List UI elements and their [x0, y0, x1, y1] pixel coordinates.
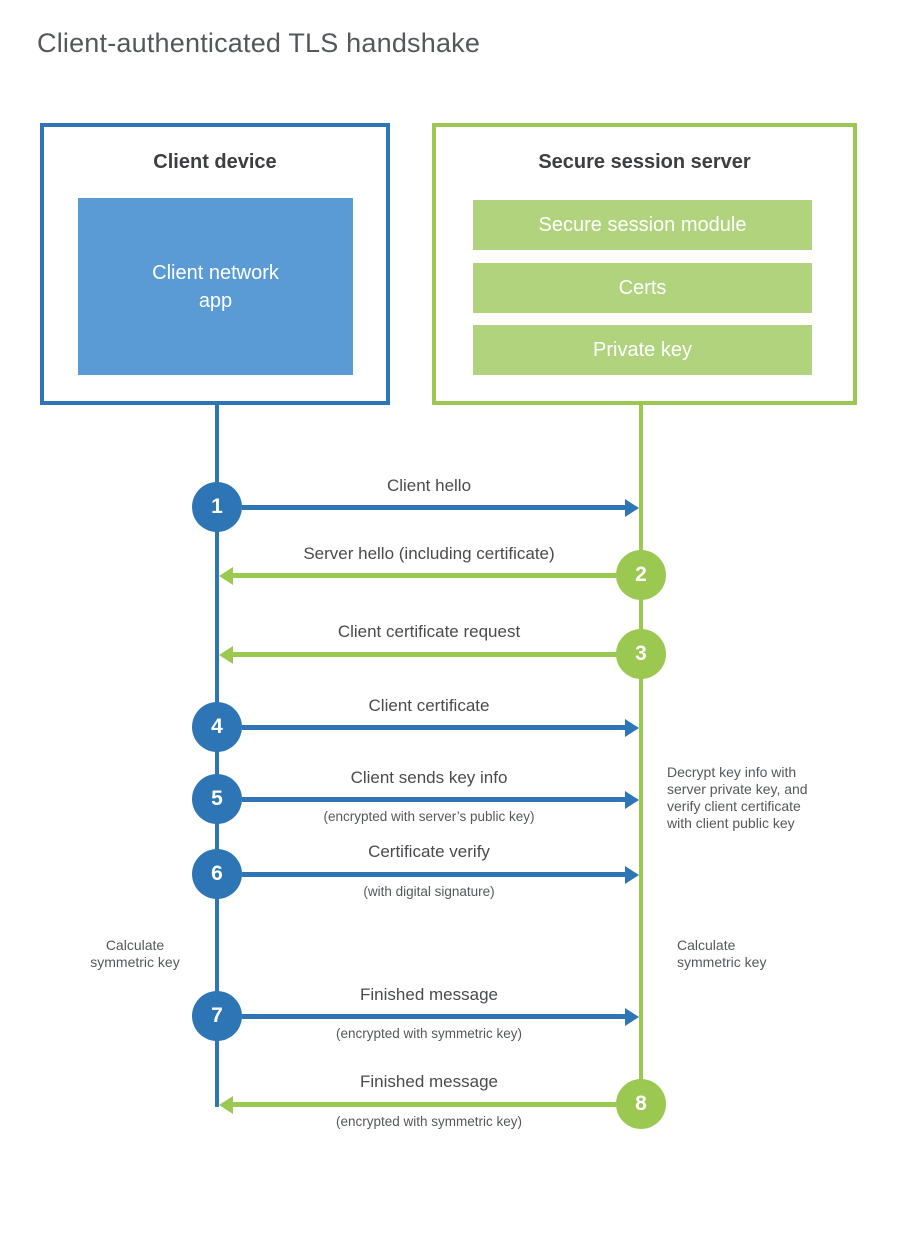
message-label: Client certificate	[368, 696, 490, 715]
arrow-right-icon	[242, 718, 639, 737]
message-sublabel: (with digital signature)	[363, 884, 495, 899]
arrow-right-icon	[242, 498, 639, 517]
step-badge-6: 6	[192, 849, 242, 899]
server-module-secure-session: Secure session module	[473, 200, 812, 250]
message-label: Client sends key info	[350, 768, 508, 787]
server-decrypt-note: Decrypt key info with server private key…	[667, 764, 808, 831]
message-label: Server hello (including certificate)	[303, 544, 555, 563]
client-device-box: Client device Client network app	[40, 123, 390, 405]
message-label: Finished message	[360, 985, 498, 1004]
client-network-app-box: Client network app	[78, 198, 353, 375]
arrow-left-icon	[219, 1095, 616, 1114]
page-title: Client-authenticated TLS handshake	[37, 28, 481, 58]
step-badge-1: 1	[192, 482, 242, 532]
arrow-right-icon	[242, 1007, 639, 1026]
step-badge-4: 4	[192, 702, 242, 752]
message-sublabel: (encrypted with server’s public key)	[323, 809, 535, 824]
server-box: Secure session server Secure session mod…	[432, 123, 857, 405]
arrow-right-icon	[242, 790, 639, 809]
server-title: Secure session server	[538, 151, 751, 173]
server-module-private-key: Private key	[473, 325, 812, 375]
arrow-left-icon	[219, 645, 616, 664]
step-badge-7: 7	[192, 991, 242, 1041]
arrow-right-icon	[242, 865, 639, 884]
message-label: Client certificate request	[337, 622, 521, 641]
step-badge-3: 3	[616, 629, 666, 679]
arrow-left-icon	[219, 566, 616, 585]
server-calculate-note: Calculate symmetric key	[677, 937, 767, 970]
step-badge-2: 2	[616, 550, 666, 600]
step-badge-5: 5	[192, 774, 242, 824]
client-lifeline	[215, 405, 219, 1107]
client-device-title: Client device	[153, 151, 277, 173]
message-label: Certificate verify	[368, 842, 490, 861]
step-badge-8: 8	[616, 1079, 666, 1129]
server-lifeline	[639, 405, 643, 1107]
message-sublabel: (encrypted with symmetric key)	[335, 1114, 523, 1129]
message-label: Client hello	[386, 476, 472, 495]
client-calculate-note: Calculate symmetric key	[90, 937, 180, 970]
message-sublabel: (encrypted with symmetric key)	[335, 1026, 523, 1041]
server-module-certs: Certs	[473, 263, 812, 313]
message-label: Finished message	[360, 1072, 498, 1091]
